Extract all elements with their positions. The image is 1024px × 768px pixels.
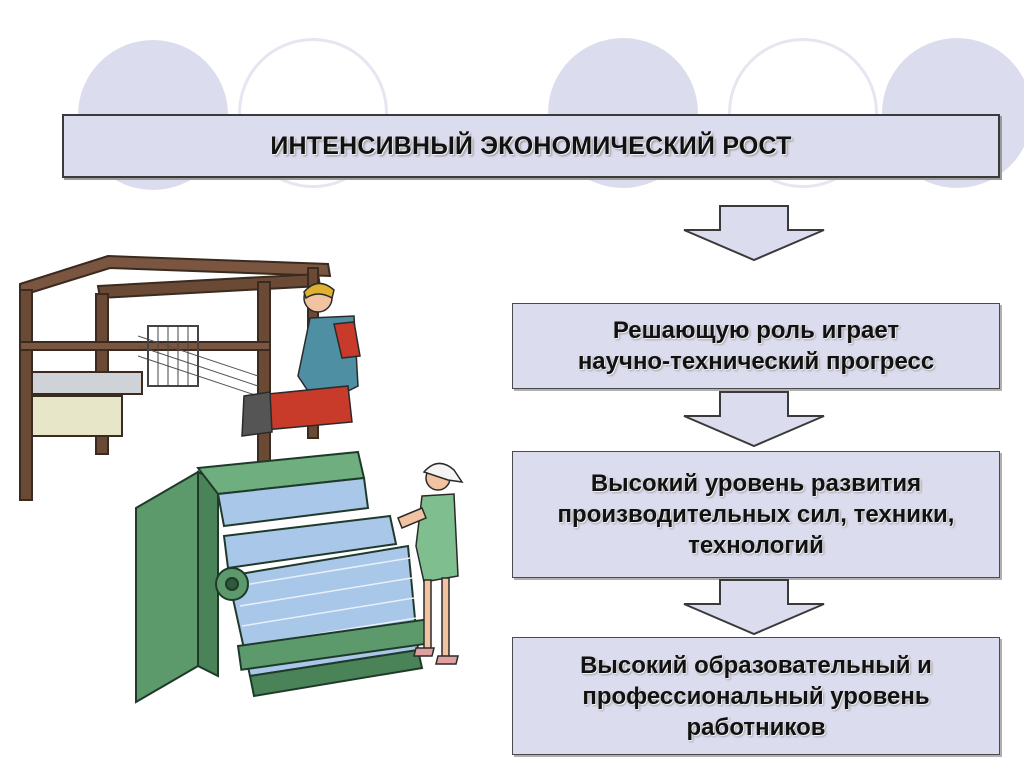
step-1-line-1: Решающую роль играет bbox=[612, 317, 900, 344]
page-title: ИНТЕНСИВНЫЙ ЭКОНОМИЧЕСКИЙ РОСТ bbox=[270, 131, 792, 160]
step-text-3: Высокий образовательный и профессиональн… bbox=[580, 650, 932, 743]
title-box: ИНТЕНСИВНЫЙ ЭКОНОМИЧЕСКИЙ РОСТ bbox=[62, 114, 1000, 178]
step-text-2: Высокий уровень развития производительны… bbox=[558, 468, 955, 561]
mechanical-loom bbox=[135, 450, 431, 704]
down-arrow-icon bbox=[683, 579, 825, 636]
loom-illustration bbox=[19, 254, 464, 704]
seated-weaver bbox=[241, 282, 361, 437]
step-2-line-1: Высокий уровень развития bbox=[590, 470, 922, 497]
down-arrow-icon bbox=[683, 205, 825, 262]
down-arrow-icon bbox=[683, 391, 825, 448]
standing-worker bbox=[397, 462, 464, 665]
step-3-line-3: работников bbox=[686, 713, 826, 741]
step-3-line-1: Высокий образовательный и bbox=[580, 651, 932, 679]
step-box-3: Высокий образовательный и профессиональн… bbox=[512, 637, 1000, 755]
step-2-line-2: производительных сил, техники, bbox=[557, 501, 955, 528]
step-box-1: Решающую роль играет научно-технический … bbox=[512, 303, 1000, 389]
step-text-1: Решающую роль играет научно-технический … bbox=[578, 315, 934, 377]
step-box-2: Высокий уровень развития производительны… bbox=[512, 451, 1000, 578]
step-2-line-3: технологий bbox=[688, 532, 824, 559]
step-3-line-2: профессиональный уровень bbox=[582, 682, 930, 710]
step-1-line-2: научно-технический прогресс bbox=[577, 348, 935, 375]
